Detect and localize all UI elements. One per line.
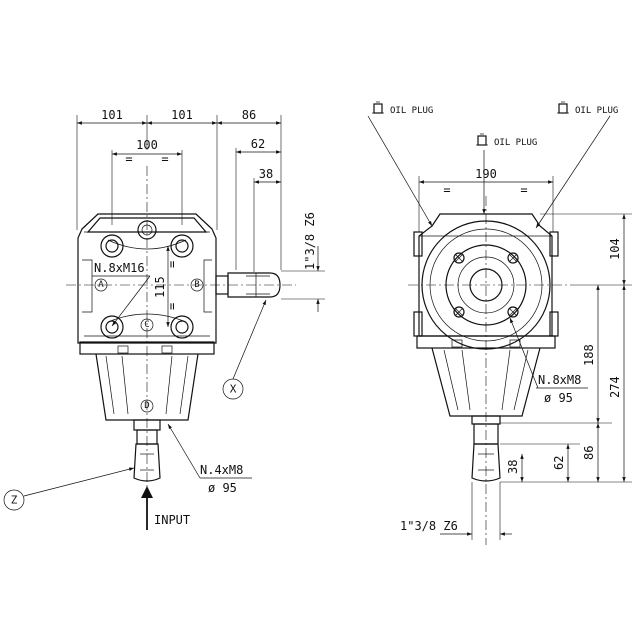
dim-38: 38 — [259, 167, 273, 181]
spline-label-front: 1"3/8 Z6 — [303, 212, 317, 270]
flange-callout-line1: N.8xM8 — [538, 373, 581, 387]
equal-mark: = — [443, 183, 450, 197]
marker-a: A — [94, 278, 108, 292]
dim-38: 38 — [506, 460, 520, 474]
front-dim-115: 115 = = — [153, 246, 179, 327]
svg-text:A: A — [98, 280, 104, 290]
dim-62: 62 — [251, 137, 265, 151]
svg-text:B: B — [194, 280, 199, 290]
flange-callout-line2: ø 95 — [544, 391, 573, 405]
oil-plug-right: OIL PLUG — [535, 101, 618, 229]
dim-86: 86 — [582, 446, 596, 460]
dim-188: 188 — [582, 344, 596, 366]
equal-mark: = — [165, 261, 179, 268]
svg-text:X: X — [230, 383, 237, 396]
front-top-dimensions: 101 101 86 100 = = 62 38 — [76, 108, 282, 272]
dim-100: 100 — [136, 138, 158, 152]
flange-callout-line1: N.4xM8 — [200, 463, 243, 477]
dim-104: 104 — [608, 238, 622, 260]
side-flange-callout: N.8xM8 ø 95 — [509, 317, 588, 405]
dim-274: 274 — [608, 376, 622, 398]
side-spline-dimension: 1"3/8 Z6 — [400, 482, 512, 540]
svg-text:D: D — [144, 401, 149, 411]
front-flange-callout: N.4xM8 ø 95 — [167, 423, 252, 495]
side-vertical-dimensions: 104 188 274 86 62 38 — [500, 213, 632, 483]
equal-mark: = — [161, 152, 168, 166]
equal-mark: = — [520, 183, 527, 197]
oil-plug-label: OIL PLUG — [390, 106, 433, 116]
marker-d: D — [140, 399, 154, 413]
flange-callout-line2: ø 95 — [208, 481, 237, 495]
input-label: INPUT — [154, 513, 190, 527]
dim-86: 86 — [242, 108, 256, 122]
equal-mark: = — [125, 152, 132, 166]
spline-label-side: 1"3/8 Z6 — [400, 519, 458, 533]
front-spline-dimension: 1"3/8 Z6 — [281, 212, 325, 312]
dim-62: 62 — [552, 456, 566, 470]
oil-plug-label: OIL PLUG — [575, 106, 618, 116]
front-view: 101 101 86 100 = = 62 38 1"3/8 Z6 — [3, 108, 325, 530]
marker-b: B — [190, 278, 204, 292]
oil-plug-label: OIL PLUG — [494, 138, 537, 148]
side-dim-190: 190 = = — [418, 167, 554, 232]
bolt-callout: N.8xM16 — [94, 261, 145, 275]
oil-plug-icon — [372, 101, 384, 114]
oil-plug-icon — [557, 101, 569, 114]
dim-101-left: 101 — [101, 108, 123, 122]
input-arrow: INPUT — [141, 486, 190, 530]
marker-z: Z — [3, 467, 135, 511]
front-bolt-callout: N.8xM16 — [92, 261, 151, 327]
side-view: OIL PLUG OIL PLUG OIL PLUG — [367, 101, 632, 545]
svg-text:C: C — [144, 320, 149, 330]
marker-x: X — [222, 299, 267, 400]
oil-plug-left: OIL PLUG — [367, 101, 433, 227]
oil-plug-icon — [476, 133, 488, 146]
dim-115: 115 — [153, 276, 167, 298]
dim-101-mid: 101 — [171, 108, 193, 122]
svg-text:Z: Z — [11, 494, 18, 507]
dim-190: 190 — [475, 167, 497, 181]
marker-c: C — [140, 318, 154, 332]
equal-mark: = — [165, 303, 179, 310]
